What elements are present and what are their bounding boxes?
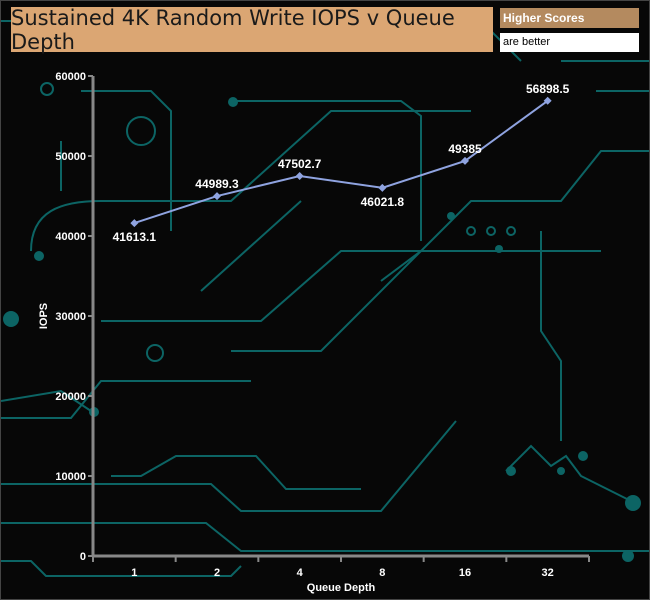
x-tick-label: 1 [131, 567, 137, 579]
x-tick-label: 32 [542, 567, 554, 579]
data-label: 41613.1 [113, 230, 157, 244]
circuit-dots [3, 97, 641, 562]
y-tick-label: 30000 [55, 311, 86, 323]
axes: 0 10000 20000 30000 40000 50000 60000 1 2 4 8 16 32 [55, 71, 590, 579]
data-point [213, 192, 221, 201]
data-point [543, 96, 552, 105]
y-axis-title: IOPS [38, 303, 50, 329]
series-marks: 41613.1 44989.3 47502.7 46021.8 49385 56898.5 [113, 82, 570, 244]
data-label: 44989.3 [195, 177, 239, 191]
chart-title: Sustained 4K Random Write IOPS v Queue D… [11, 6, 493, 54]
data-label: 46021.8 [361, 195, 405, 209]
y-tick-label: 50000 [55, 151, 86, 163]
x-axis-title: Queue Depth [307, 582, 376, 594]
y-tick-label: 0 [80, 551, 86, 563]
y-tick-label: 40000 [55, 231, 86, 243]
x-tick-label: 16 [459, 567, 471, 579]
data-point [295, 171, 304, 180]
are-better-badge: are better [500, 33, 639, 52]
circuit-background [1, 20, 649, 577]
x-tick-label: 4 [297, 567, 304, 579]
x-tick-label: 2 [214, 567, 220, 579]
data-point [378, 183, 387, 192]
higher-scores-badge: Higher Scores [500, 8, 639, 28]
y-tick-label: 20000 [55, 391, 86, 403]
data-point [461, 156, 469, 165]
y-tick-label: 60000 [55, 71, 86, 83]
data-label: 56898.5 [526, 82, 570, 96]
x-tick-label: 8 [379, 567, 385, 579]
data-point [130, 219, 139, 228]
data-label: 49385 [448, 142, 482, 156]
series-line [134, 100, 549, 225]
data-label: 47502.7 [278, 157, 322, 171]
y-tick-label: 10000 [55, 471, 86, 483]
